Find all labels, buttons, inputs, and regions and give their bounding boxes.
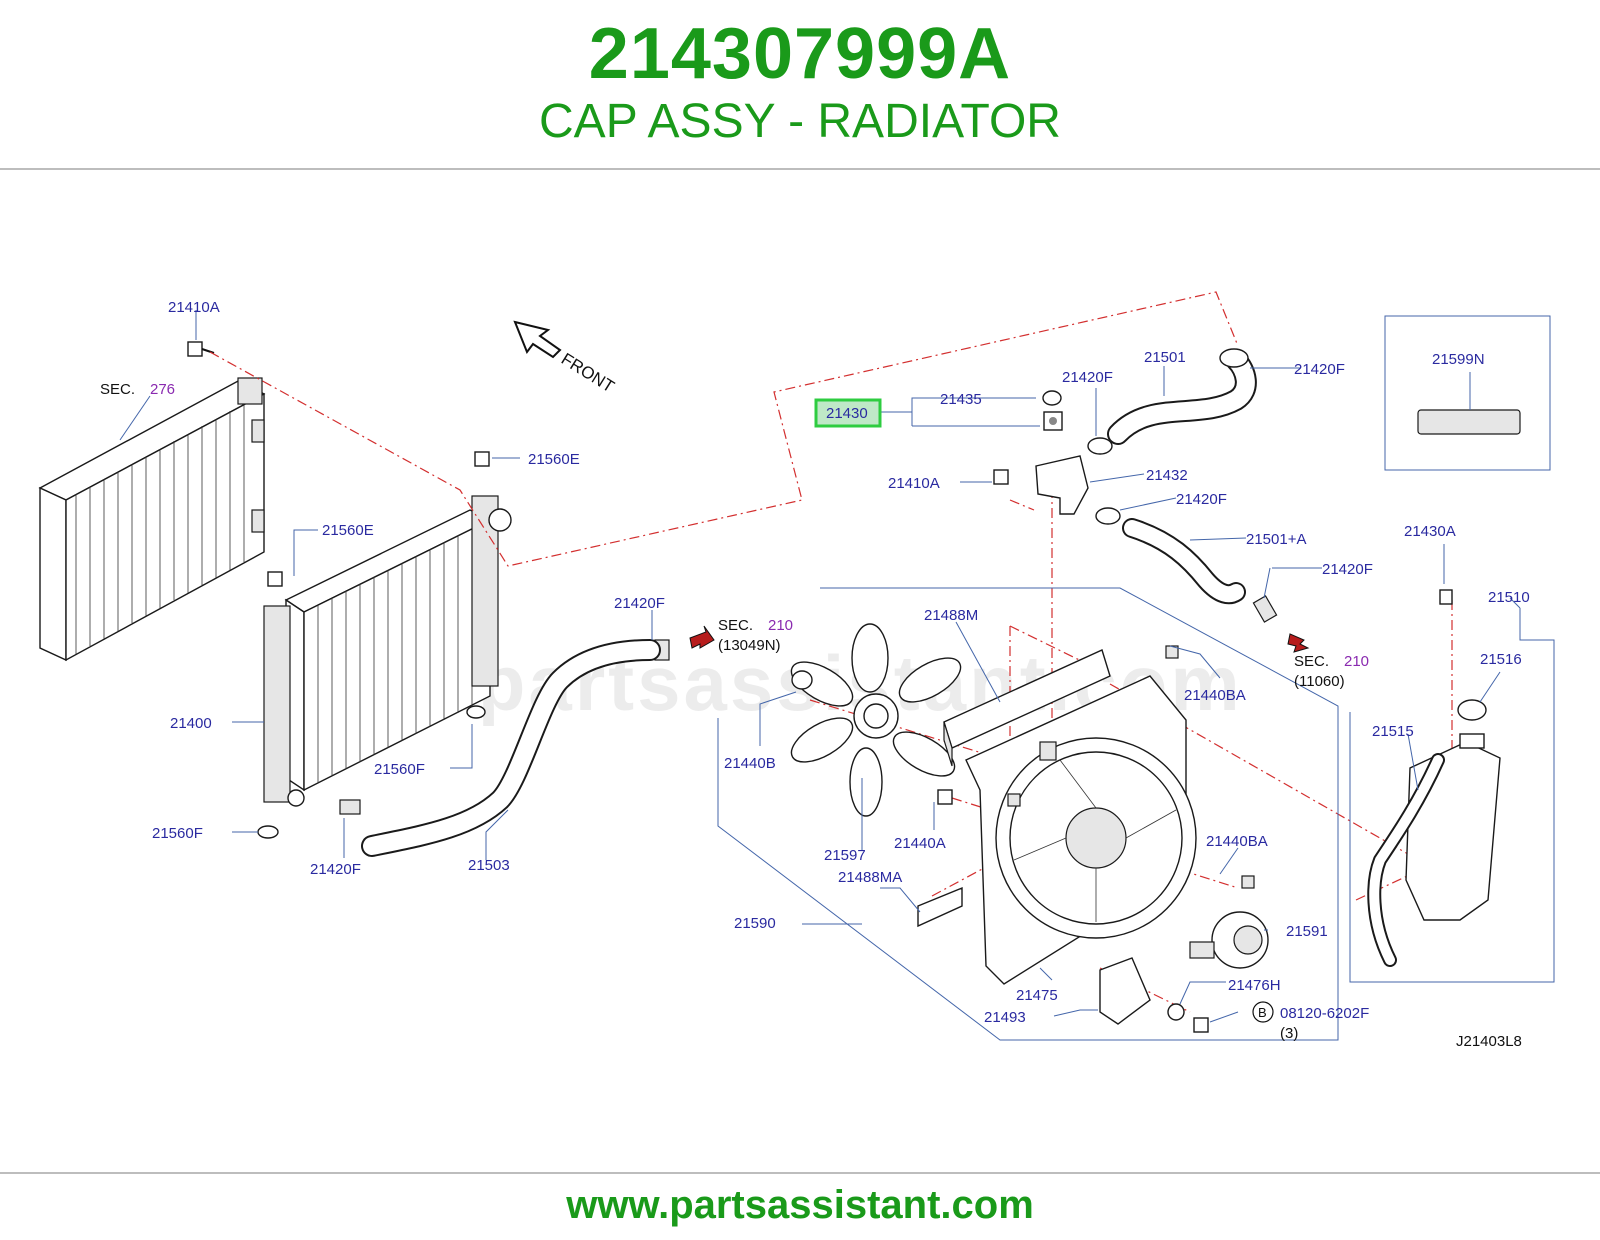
callout-21510: 21510 — [1488, 589, 1530, 606]
callout-21476H: 21476H — [1228, 977, 1281, 994]
resistor-21493 — [1099, 957, 1209, 1033]
callout-21430-highlighted: 21430 — [826, 405, 868, 422]
badge-b-letter: B — [1258, 1005, 1267, 1020]
label-plate-21599N — [1417, 409, 1521, 435]
callout-21400: 21400 — [170, 715, 212, 732]
cooling-fan-21597 — [790, 623, 962, 817]
callout-21516: 21516 — [1480, 651, 1522, 668]
callout-21515: 21515 — [1372, 723, 1414, 740]
callout-21430A: 21430A — [1404, 523, 1456, 540]
mount-parts — [187, 341, 670, 839]
seal-block-21488MA — [917, 886, 963, 928]
sec-276-prefix: SEC. — [100, 381, 135, 398]
callout-21597: 21597 — [824, 847, 866, 864]
callout-21560F-b: 21560F — [152, 825, 203, 842]
callout-21440BA-a: 21440BA — [1184, 687, 1246, 704]
footer-divider — [0, 1172, 1600, 1174]
callout-bolt: 08120-6202F — [1280, 1005, 1369, 1022]
callout-21475: 21475 — [1016, 987, 1058, 1004]
part-name-subtitle: CAP ASSY - RADIATOR — [539, 95, 1061, 148]
sec-276-number: 276 — [150, 381, 175, 398]
callout-21420F-top-right: 21420F — [1294, 361, 1345, 378]
badge-b-icon — [1252, 1001, 1274, 1023]
arrow-icon — [689, 625, 1310, 653]
callout-21420F-c2: 21420F — [1176, 491, 1227, 508]
reservoir-tank-21510 — [1367, 589, 1501, 967]
callout-21599N: 21599N — [1432, 351, 1485, 368]
callout-21435: 21435 — [940, 391, 982, 408]
callout-21493: 21493 — [984, 1009, 1026, 1026]
front-label: FRONT — [558, 349, 618, 396]
callout-21590: 21590 — [734, 915, 776, 932]
callout-21420F-right: 21420F — [1322, 561, 1373, 578]
callout-21410A-mid: 21410A — [888, 475, 940, 492]
callout-21560F-a: 21560F — [374, 761, 425, 778]
sec-210b-prefix: SEC. — [1294, 653, 1329, 670]
sec-210a-sub: (13049N) — [718, 637, 781, 654]
highlight-box-21430[interactable] — [814, 398, 882, 428]
diagram-code: J21403L8 — [1456, 1033, 1522, 1050]
callout-21420F-mid: 21420F — [614, 595, 665, 612]
callout-21420F-bottom-left: 21420F — [310, 861, 361, 878]
sec-210a-number: 210 — [768, 617, 793, 634]
sec-210a-prefix: SEC. — [718, 617, 753, 634]
header-divider — [0, 168, 1600, 170]
leader-lines — [119, 310, 1521, 1023]
callout-21410A-top: 21410A — [168, 299, 220, 316]
fan-motor-21591 — [1189, 911, 1269, 969]
radiator-part — [263, 495, 512, 807]
reference-line — [209, 291, 1239, 567]
callout-21560E-a: 21560E — [528, 451, 580, 468]
radiator-cap-parts — [993, 390, 1121, 525]
callout-21488M: 21488M — [924, 607, 978, 624]
callout-21440BA-b: 21440BA — [1206, 833, 1268, 850]
sec-210b-number: 210 — [1344, 653, 1369, 670]
callout-21501: 21501 — [1144, 349, 1186, 366]
fan-shroud-21590 — [937, 645, 1255, 985]
condenser-part — [38, 377, 266, 662]
front-arrow-icon: FRONT — [513, 320, 618, 396]
group-outline-reservoir — [1349, 608, 1555, 983]
sec-210b-sub: (11060) — [1294, 673, 1345, 690]
callout-21501A: 21501+A — [1246, 531, 1306, 548]
callout-21488MA: 21488MA — [838, 869, 902, 886]
footer-url-link[interactable]: www.partsassistant.com — [566, 1183, 1034, 1227]
header: 214307999A CAP ASSY - RADIATOR — [0, 0, 1600, 168]
callout-21440A: 21440A — [894, 835, 946, 852]
part-number-title: 214307999A — [588, 14, 1012, 94]
group-outline-fan — [717, 587, 1339, 1041]
callout-21440B: 21440B — [724, 755, 776, 772]
callout-21432: 21432 — [1146, 467, 1188, 484]
inset-box-21599N — [1384, 315, 1551, 471]
callout-21591: 21591 — [1286, 923, 1328, 940]
callout-bolt-qty: (3) — [1280, 1025, 1298, 1042]
callout-21503: 21503 — [468, 857, 510, 874]
callout-21560E-b: 21560E — [322, 522, 374, 539]
callout-21420F-c1: 21420F — [1062, 369, 1113, 386]
